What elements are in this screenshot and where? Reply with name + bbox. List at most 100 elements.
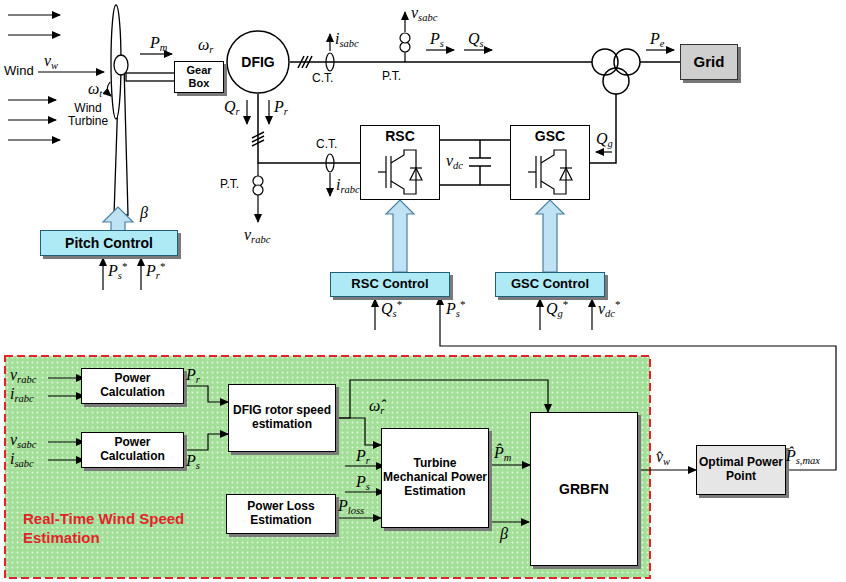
sensors [400, 33, 410, 43]
estimator-input-arrows [48, 459, 84, 460]
igbt-symbol [535, 156, 536, 188]
signal-label: Ps [356, 473, 370, 491]
signal-label: v̂w [656, 448, 670, 466]
connector [336, 418, 381, 445]
sensors [326, 53, 334, 71]
process-box: Power Calculation [81, 432, 184, 468]
box-label: DFIG [241, 54, 274, 70]
estimator-input-arrows [48, 441, 84, 442]
estimator-input-arrows [48, 395, 84, 396]
signal-label: isabc [335, 30, 359, 48]
igbt-symbol [410, 168, 422, 180]
power-arrows [646, 49, 674, 50]
box-label: RSC Control [351, 277, 428, 292]
sensors [257, 195, 258, 222]
signal-label: Qg [596, 130, 613, 148]
signal-label: Ps* [108, 262, 127, 280]
stator-wire [640, 61, 680, 63]
signal-label: Qs* [381, 300, 402, 318]
dc-link [479, 166, 481, 185]
signal-label: Ps [186, 452, 200, 470]
part-label: Wind Turbine [62, 102, 114, 128]
part-label: Wind [4, 64, 34, 78]
box-label: Power Calculation [82, 372, 183, 400]
network-box: GRBFN [530, 412, 638, 566]
sensors [253, 185, 263, 195]
process-box: Turbine Mechanical Power Estimation [381, 428, 489, 528]
pitch-command-arrow [103, 207, 133, 232]
process-box: Power Loss Estimation [226, 494, 336, 534]
connector [336, 517, 381, 518]
transformer [603, 68, 629, 94]
stator-wire [290, 61, 592, 63]
estimator-input-arrows [345, 465, 384, 466]
part-label: P.T. [220, 178, 239, 191]
box-label: Gear Box [175, 64, 223, 89]
igbt-symbol [560, 167, 572, 168]
signal-label: vsabc [10, 431, 36, 449]
signal-label: vdc [446, 152, 463, 170]
sensors [404, 12, 405, 32]
igbt-symbol [410, 167, 422, 168]
estimator-input-arrows [48, 377, 84, 378]
igbt-symbol [528, 171, 536, 172]
signal-label: β [140, 204, 148, 222]
power-arrows [140, 53, 172, 54]
setpoint-arrows [539, 299, 540, 330]
box-label: GRBFN [559, 481, 609, 497]
wind-arrows [8, 99, 56, 100]
converter-box: GSC [510, 125, 590, 200]
signal-label: vrabc [244, 226, 270, 244]
connector [440, 139, 510, 141]
igbt-symbol [560, 168, 572, 180]
signal-label: irabc [336, 176, 360, 194]
sensors [257, 163, 258, 176]
box-label: Grid [694, 53, 725, 70]
box-label: Power Loss Estimation [227, 500, 335, 528]
wind-turbine [114, 55, 128, 75]
signal-label: Pe [650, 30, 664, 48]
dc-link [440, 184, 510, 186]
signal-label: β [500, 525, 508, 543]
box-label: GSC [535, 128, 565, 144]
igbt-symbol [390, 156, 391, 188]
transformer [592, 49, 640, 94]
signal-label: P̂s,max [786, 447, 820, 465]
signal-label: irabc [10, 385, 34, 403]
generator-outline [227, 31, 289, 93]
power-arrows [246, 100, 247, 124]
igbt-symbol [391, 150, 416, 194]
signal-label: Pr* [146, 262, 165, 280]
part-label: P.T. [382, 70, 401, 83]
signal-label: ωr [198, 36, 213, 54]
box-label: Power Calculation [82, 436, 183, 464]
setpoint-arrows [140, 258, 141, 290]
connector [638, 469, 696, 470]
box-label: RSC [385, 128, 415, 144]
process-box: DFIG rotor speed estimation [228, 384, 336, 452]
signal-label: P̂m [494, 444, 511, 462]
wind-arrows [8, 139, 60, 140]
signal-label: isabc [10, 450, 34, 468]
wind-arrows [38, 71, 104, 72]
dc-link [469, 157, 491, 159]
connector [489, 464, 530, 465]
grid-box: Grid [680, 44, 738, 80]
wind-arrows [8, 14, 60, 15]
part-label: C.T. [316, 138, 337, 151]
estimator-input-arrows [492, 521, 529, 522]
signal-label: Qr [224, 98, 240, 116]
signal-label: ω̂r [369, 397, 384, 415]
signal-label: Qs [468, 30, 484, 48]
dc-link [590, 94, 616, 163]
box-label: DFIG rotor speed estimation [229, 404, 335, 432]
sensors [329, 34, 330, 51]
connector [184, 434, 228, 450]
box-label: Optimal Power Point [697, 456, 785, 484]
estimator-input-arrows [345, 491, 384, 492]
wind-arrows [8, 34, 60, 35]
igbt-symbol [385, 156, 386, 188]
signal-label: vrabc [10, 366, 36, 384]
